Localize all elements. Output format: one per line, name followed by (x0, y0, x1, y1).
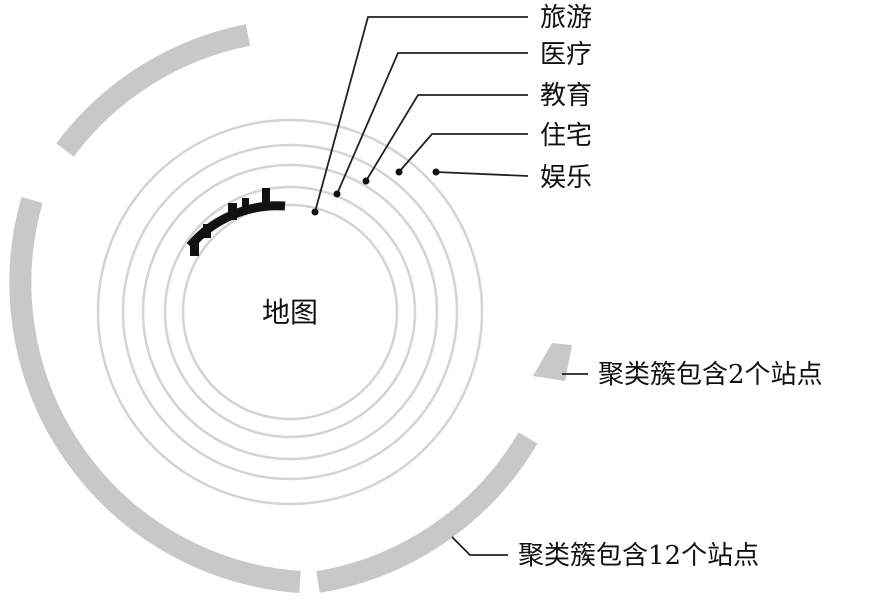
cluster-leader-lines (451, 373, 588, 556)
leader-line-education (365, 94, 528, 182)
marker-dot (395, 168, 403, 176)
ring-label-entertainment: 娱乐 (540, 163, 592, 193)
histogram-bar-peak (203, 224, 211, 238)
center-label: 地图 (262, 296, 318, 329)
cluster-arc-large-bottom (9, 196, 301, 593)
cluster-arc-12-sites (316, 432, 538, 593)
ring-markers (311, 168, 440, 216)
histogram-bar-peak (190, 240, 199, 256)
cluster-label-12-sites: 聚类簇包含12个站点 (518, 541, 759, 571)
ring-leader-lines (314, 16, 529, 213)
ring-label-residential: 住宅 (540, 121, 592, 151)
ring-residential (121, 143, 459, 481)
cluster-arcs (9, 24, 572, 593)
leader-line-cluster-12 (451, 536, 508, 556)
cluster-label-2-sites: 聚类簇包含2个站点 (598, 360, 823, 390)
marker-dot (333, 190, 341, 198)
leader-line-residential (398, 133, 528, 173)
marker-dot (432, 168, 440, 176)
histogram-bar-peak (228, 203, 237, 220)
ring-labels: 旅游 医疗 教育 住宅 娱乐 (540, 3, 592, 193)
cluster-arc-large-left (56, 24, 251, 157)
histogram-bar-peak (242, 198, 249, 211)
ring-education (141, 163, 439, 461)
concentric-rings (96, 118, 484, 506)
histogram-bar-peak (262, 188, 270, 205)
ring-entertainment (96, 118, 484, 506)
ring-label-education: 教育 (540, 81, 592, 111)
inner-histogram-bar (186, 188, 286, 256)
leader-line-entertainment (435, 171, 529, 177)
leader-line-tourism (314, 16, 528, 213)
marker-dot (311, 208, 319, 216)
ring-label-medical: 医疗 (540, 40, 592, 70)
cluster-arc-2-sites (533, 343, 572, 381)
ring-label-tourism: 旅游 (540, 3, 592, 33)
ring-medical (163, 185, 417, 439)
ring-tourism (181, 203, 399, 421)
leader-line-medical (336, 52, 528, 195)
marker-dot (362, 177, 370, 185)
